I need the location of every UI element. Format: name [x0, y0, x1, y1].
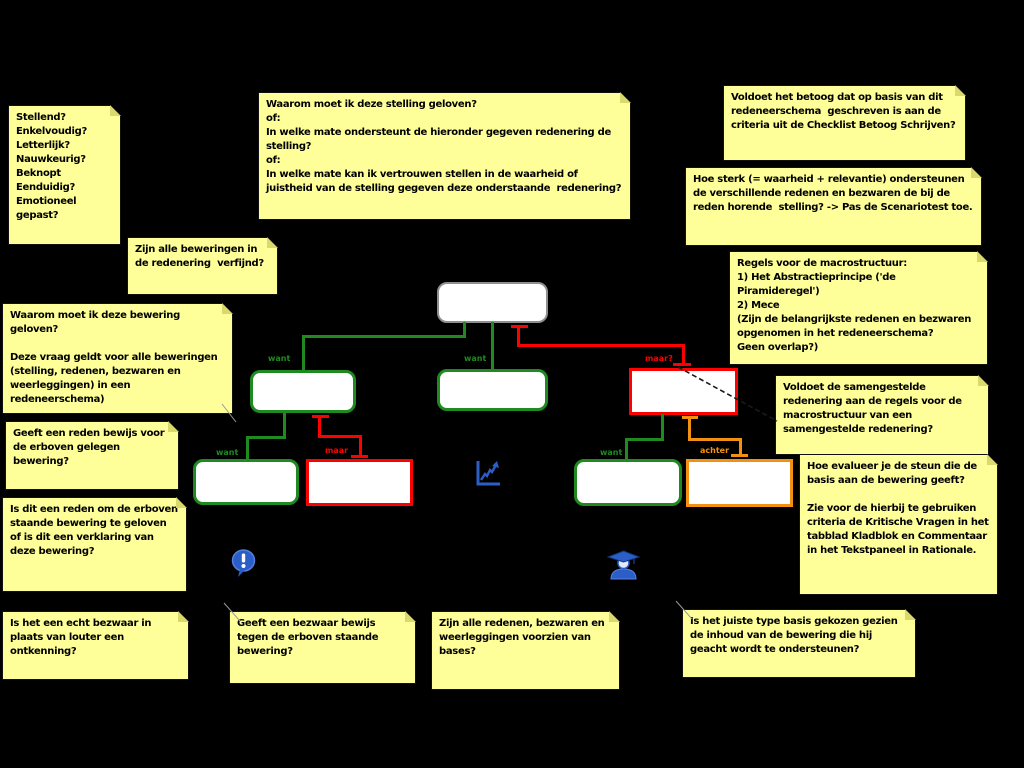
box-objection-bottom-left[interactable] [306, 459, 413, 506]
speech-exclamation-icon[interactable] [231, 549, 256, 580]
connector-segment [673, 363, 691, 366]
connector-segment [463, 322, 466, 338]
note-voldoet-betoog[interactable]: Voldoet het betoog dat op basis van dit … [723, 85, 966, 161]
connector-segment [625, 438, 664, 441]
note-echt-bezwaar[interactable]: Is het een echt bezwaar in plaats van lo… [2, 611, 189, 680]
box-basis-bottom-right[interactable] [686, 459, 793, 507]
note-stellend[interactable]: Stellend? Enkelvoudig? Letterlijk? Nauwk… [8, 105, 121, 245]
note-voldoet-samengestelde[interactable]: Voldoet de samengestelde redenering aan … [775, 375, 989, 455]
connector-segment [517, 344, 685, 347]
connector-segment [661, 414, 664, 441]
connector-segment [731, 454, 748, 457]
note-regels-macrostructuur[interactable]: Regels voor de macrostructuur: 1) Het Ab… [729, 251, 988, 365]
box-claim-top[interactable] [437, 282, 548, 323]
note-bases-voorzien[interactable]: Zijn alle redenen, bezwaren en weerleggi… [431, 611, 620, 690]
box-reason-mid[interactable] [437, 369, 548, 411]
edge-label-want-left: want [268, 354, 291, 363]
connector-segment [688, 416, 691, 441]
edge-label-maar-lower-left: maar [325, 446, 349, 455]
connector-segment [246, 436, 249, 462]
connector-segment [351, 455, 368, 458]
connector-segment [246, 436, 286, 439]
edge-label-want-lower-right: want [600, 448, 623, 457]
box-objection-right[interactable] [629, 368, 738, 415]
note-geeft-bezwaar-bewijs[interactable]: Geeft een bezwaar bewijs tegen de erbove… [229, 611, 416, 684]
connector-segment [625, 438, 628, 462]
note-hoe-sterk[interactable]: Hoe sterk (= waarheid + relevantie) onde… [685, 167, 982, 246]
note-juiste-type-basis[interactable]: Is het juiste type basis gekozen gezien … [682, 609, 916, 678]
edge-label-want-mid: want [464, 354, 487, 363]
box-reason-bottom-right[interactable] [574, 459, 682, 506]
connector-segment [688, 438, 742, 441]
note-waarom-stelling[interactable]: Waarom moet ik deze stelling geloven? of… [258, 92, 631, 220]
note-is-dit-reden[interactable]: Is dit een reden om de erboven staande b… [2, 497, 187, 592]
line-chart-icon[interactable] [472, 458, 503, 489]
note-hoe-evalueer-steun[interactable]: Hoe evalueer je de steun die de basis aa… [799, 454, 998, 595]
graduate-icon[interactable] [606, 549, 641, 580]
connector-segment [283, 412, 286, 439]
edge-label-want-lower-left: want [216, 448, 239, 457]
note-verfijnd[interactable]: Zijn alle beweringen in de redenering ve… [127, 237, 278, 295]
connector-segment [682, 344, 685, 366]
note-geeft-reden-bewijs[interactable]: Geeft een reden bewijs voor de erboven g… [5, 421, 179, 490]
connector-segment [318, 435, 362, 438]
connector-segment [491, 322, 494, 372]
edge-label-maar-top: maar? [645, 354, 673, 363]
edge-label-achter-lower-right: achter [700, 446, 730, 455]
box-reason-bottom-left[interactable] [193, 459, 299, 505]
connector-segment [302, 335, 466, 338]
connector-segment [517, 325, 520, 347]
connector-segment [739, 438, 742, 457]
connector-segment [302, 335, 305, 373]
connector-segment [318, 415, 321, 438]
connector-segment [359, 435, 362, 458]
box-reason-left[interactable] [250, 370, 356, 413]
note-waarom-bewering[interactable]: Waarom moet ik deze bewering geloven? De… [2, 303, 233, 414]
